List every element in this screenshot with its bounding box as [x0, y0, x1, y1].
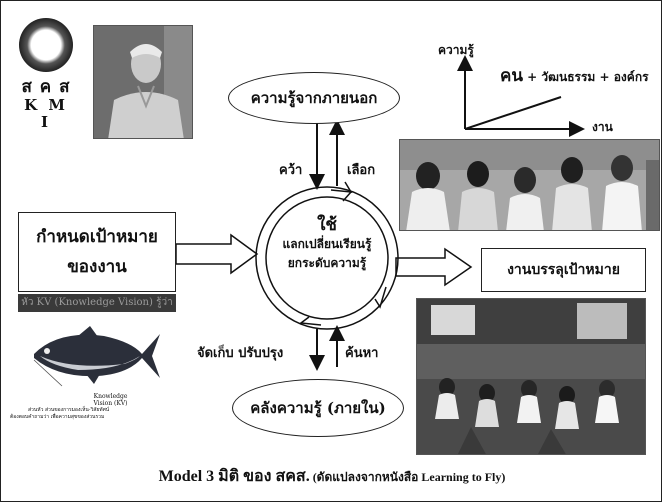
result-box: งานบรรลุเป้าหมาย — [481, 248, 646, 292]
grab-label: คว้า — [279, 163, 303, 178]
cycle-arrow-right — [374, 286, 387, 309]
graph-y-label: ความรู้ — [438, 43, 474, 57]
cycle-arrow-bottom — [299, 316, 322, 326]
caption-book: Learning to Fly — [421, 470, 502, 484]
fish-subtitle: Vision (KV) — [93, 400, 128, 407]
cycle-arrow-top — [330, 181, 353, 202]
result-label: งานบรรลุเป้าหมาย — [507, 262, 620, 278]
kv-banner: หัว KV (Knowledge Vision) รู้ว่า — [18, 294, 176, 312]
people-group-top — [400, 140, 659, 230]
tuna-fish-icon — [33, 326, 160, 387]
person-figure — [94, 26, 192, 138]
cycle-center: ใช้ แลกเปลี่ยนเรียนรู้ ยกระดับความรู้ — [267, 215, 387, 273]
kv-banner-text: หัว KV (Knowledge Vision) รู้ว่า — [21, 297, 173, 308]
caption-main: Model 3 มิติ ของ สคส. — [158, 468, 310, 485]
internal-knowledge-ellipse: คลังความรู้ (ภายใน) — [232, 379, 404, 437]
cycle-inner-ring — [265, 196, 389, 320]
workshop-photo-bottom — [416, 298, 646, 455]
graph-formula: คน + วัฒนธรรม + องค์กร — [500, 62, 649, 89]
logo-ring-icon — [19, 18, 73, 72]
portrait-photo — [93, 25, 193, 139]
search-label: ค้นหา — [345, 346, 379, 361]
caption-paren-close: ) — [501, 470, 506, 484]
meeting-room-scene — [417, 299, 645, 454]
slide-caption: Model 3 มิติ ของ สคส. (ดัดแปลงจากหนังสือ… — [1, 464, 662, 489]
select-label: เลือก — [347, 163, 376, 178]
goal-line1: กำหนดเป้าหมาย — [36, 227, 158, 247]
goal-to-center-arrow — [175, 233, 259, 275]
fish-illustration: Knowledge Vision (KV) ส่วนหัว ส่วนของการ… — [10, 324, 163, 424]
fish-title: Knowledge — [93, 393, 128, 400]
store-improve-label: จัดเก็บ ปรับปรุง — [197, 346, 284, 361]
formula-rest: + วัฒนธรรม + องค์กร — [523, 70, 649, 84]
cycle-raise-label: ยกระดับความรู้ — [287, 256, 367, 270]
cycle-outer-ring — [255, 186, 399, 330]
logo-thai-text: ส ค ส — [21, 77, 71, 97]
workshop-photo-top — [399, 139, 660, 231]
goal-box: กำหนดเป้าหมาย ของงาน — [18, 212, 176, 292]
external-knowledge-ellipse: ความรู้จากภายนอก — [228, 72, 400, 124]
graph-x-label: งาน — [592, 120, 613, 134]
graph-trend-line — [464, 96, 562, 130]
logo-kmi-text: K M I — [24, 96, 68, 131]
caption-paren-open: (ดัดแปลงจากหนังสือ — [309, 470, 422, 484]
goal-line2: ของงาน — [67, 257, 127, 277]
external-knowledge-label: ความรู้จากภายนอก — [250, 89, 378, 107]
cycle-use-label: ใช้ — [317, 215, 337, 235]
fish-note-2: ต้องตอบคำถามว่า เพื่อความสุขของส่วนรวม — [10, 414, 105, 420]
fish-note-1: ส่วนหัว ส่วนของการมองเห็น-วิสัยทัศน์ — [28, 407, 110, 413]
internal-knowledge-label: คลังความรู้ (ภายใน) — [250, 399, 386, 417]
kmi-logo: ส ค ส K M I — [16, 16, 76, 131]
cycle-exchange-label: แลกเปลี่ยนเรียนรู้ — [282, 237, 372, 251]
formula-people: คน — [500, 66, 523, 86]
center-to-result-arrow — [395, 247, 473, 287]
